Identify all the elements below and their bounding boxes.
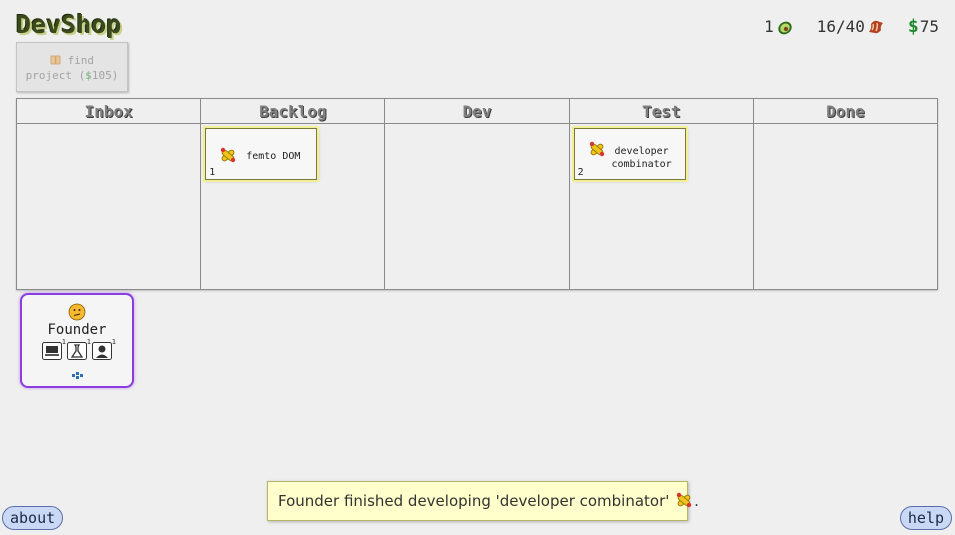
stats-bar: 1 16/40 $ 75 (764, 16, 939, 37)
package-icon (50, 55, 61, 65)
skill-dev: 1 (42, 338, 66, 360)
app-logo: DevShop (16, 10, 122, 39)
card-title: developer combinator (611, 146, 672, 170)
avocado-icon (778, 21, 792, 34)
toast-suffix: . (694, 492, 699, 510)
confused-face-icon (68, 303, 86, 321)
money-symbol: $ (907, 16, 919, 37)
skill-sales: 1 (92, 338, 116, 360)
card-number: 2 (577, 167, 584, 178)
help-button[interactable]: help (899, 506, 952, 530)
card-title: femto DOM (246, 151, 301, 162)
person-name: Founder (47, 322, 107, 338)
skill-level: 1 (111, 338, 116, 346)
money: $ 75 (908, 16, 939, 37)
find-project-button[interactable]: find project ($105) (16, 42, 128, 92)
kanban-board: Inbox Backlog femto DOM 1 Dev Test (16, 98, 938, 290)
customer-count-value: 1 (764, 17, 774, 36)
find-project-dollar: $ (85, 69, 92, 82)
project-card[interactable]: femto DOM 1 (205, 128, 318, 180)
bacon-icon (868, 20, 883, 33)
find-project-cost: 105) (91, 69, 119, 82)
column-body-test[interactable]: developer combinator 2 (570, 124, 753, 290)
column-header-test: Test (569, 99, 753, 124)
bug-bandage-icon (676, 492, 692, 508)
column-header-done: Done (753, 99, 938, 124)
about-button[interactable]: about (2, 506, 64, 530)
find-project-line1: find (17, 53, 127, 68)
toast-message: Founder finished developing 'developer c… (278, 492, 675, 510)
find-project-line2: project ($105) (17, 68, 127, 83)
column-test: Test developer combinator 2 (569, 99, 754, 290)
column-body-inbox[interactable] (17, 124, 200, 290)
project-card[interactable]: developer combinator 2 (573, 128, 686, 180)
column-inbox: Inbox (17, 99, 202, 290)
person-card-founder[interactable]: Founder 1 1 1 (20, 293, 134, 388)
flask-icon (67, 342, 87, 360)
skill-test: 1 (67, 338, 91, 360)
bug-bandage-icon (589, 141, 604, 157)
card-number: 1 (209, 167, 216, 178)
find-project-prefix: project ( (25, 69, 86, 82)
column-header-inbox: Inbox (17, 99, 201, 124)
money-value: 75 (919, 17, 939, 36)
laptop-icon (42, 342, 62, 360)
staff-count-value: 16/40 (816, 17, 865, 36)
column-body-done[interactable] (754, 124, 937, 290)
column-body-backlog[interactable]: femto DOM 1 (201, 124, 384, 290)
notification-toast: Founder finished developing 'developer c… (267, 481, 699, 521)
person-icon (92, 342, 112, 360)
skill-list: 1 1 1 (42, 338, 116, 360)
bug-bandage-icon (221, 147, 236, 163)
column-body-dev[interactable] (385, 124, 568, 290)
find-project-label: find (67, 54, 95, 67)
dots-icon (72, 372, 83, 379)
column-backlog: Backlog femto DOM 1 (201, 99, 386, 290)
skill-level: 1 (86, 338, 91, 346)
skill-level: 1 (61, 338, 66, 346)
staff-count: 16/40 (817, 17, 886, 37)
column-dev: Dev (385, 99, 570, 290)
column-header-backlog: Backlog (201, 99, 385, 124)
column-header-dev: Dev (385, 99, 569, 124)
customer-count: 1 (764, 17, 795, 37)
column-done: Done (753, 99, 938, 290)
